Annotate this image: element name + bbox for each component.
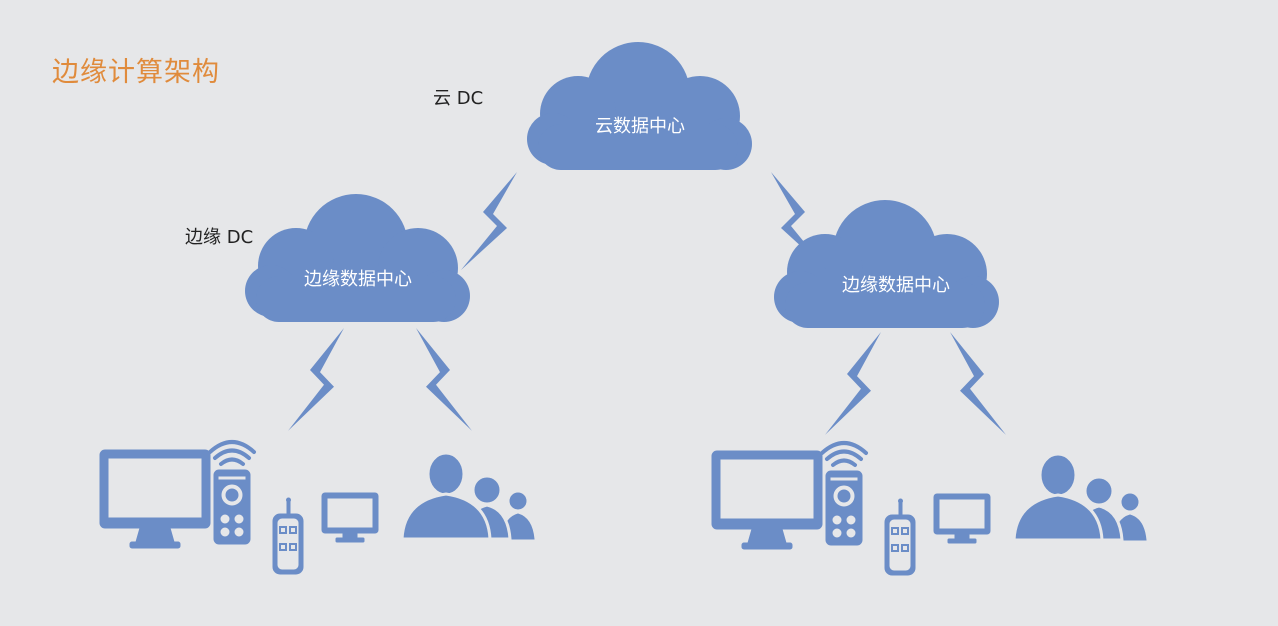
lightning-icon — [461, 172, 517, 270]
cloud-dc-label: 云 DC — [433, 88, 484, 109]
left-device-group — [98, 440, 536, 576]
right-device-group — [710, 441, 1148, 577]
lightning-icon — [416, 328, 472, 431]
edge-dc-label: 边缘 DC — [185, 227, 254, 248]
right-edge-datacenter-label: 边缘数据中心 — [842, 275, 950, 296]
cloud-datacenter-label: 云数据中心 — [595, 116, 685, 137]
lightning-icon — [825, 332, 881, 435]
cloud-icon — [774, 200, 999, 328]
lightning-icon — [950, 332, 1006, 435]
lightning-icon — [288, 328, 344, 431]
cloud-icon — [245, 194, 470, 322]
left-edge-datacenter-label: 边缘数据中心 — [304, 269, 412, 290]
cloud-icon — [527, 42, 752, 170]
page-title: 边缘计算架构 — [52, 57, 220, 88]
